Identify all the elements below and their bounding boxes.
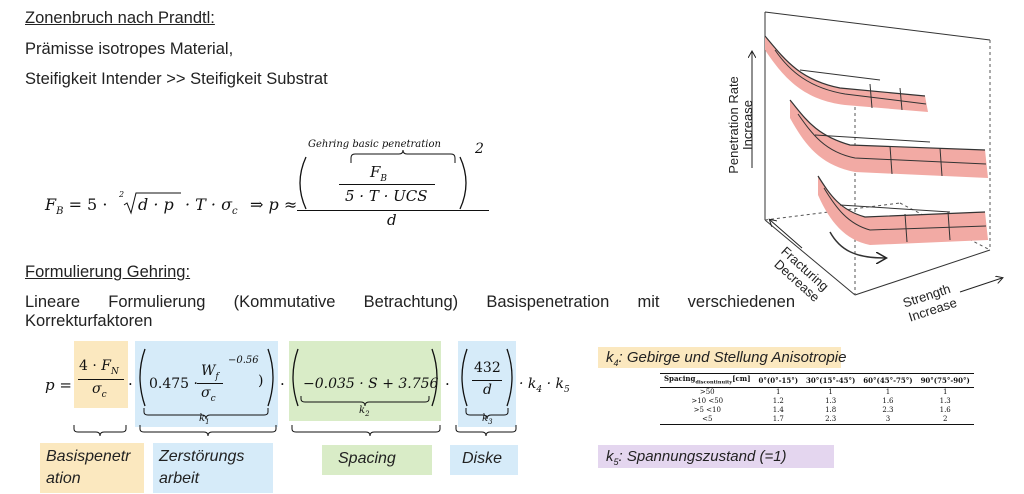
surface-middle-fill (790, 100, 988, 178)
f1-denominator: σc (92, 381, 107, 400)
k3-group (461, 348, 513, 420)
k5-box (598, 445, 834, 468)
formula-prandtl: FB = 5 · 2 d · p · T · σc ⇒ p ≈ Gehring … (45, 135, 505, 235)
k4-col-0: 0°(0°-15°) (754, 372, 803, 389)
diag-axis-arrow (770, 220, 803, 249)
inner-denominator: 5 · T · UCS (345, 187, 428, 205)
k2-group (292, 348, 438, 407)
heading-prandtl: Zonenbruch nach Prandtl: (25, 9, 215, 27)
implies: ⇒ p ≈ (250, 195, 298, 214)
y-axis-label-1: Penetration Rate (726, 76, 741, 174)
k3-label: k3 (482, 413, 493, 426)
caption-spacing: Spacing (322, 445, 432, 475)
highlight-k2 (289, 341, 441, 421)
k1-numerator: Wf (201, 363, 219, 382)
y-axis-label-2: Increase (740, 100, 755, 150)
radicand: d · p (138, 195, 174, 214)
radical-sign (123, 192, 181, 215)
k4-col-90: 90°(75°-90°) (916, 372, 974, 389)
gehring-tail: · k4 · k5 (519, 376, 570, 395)
inner-numerator: FB (370, 163, 388, 184)
surface-bottom-fill (818, 176, 988, 245)
k4-header-spacing: Spacingdiscontinuity[cm] (660, 372, 755, 389)
f1-bar (78, 379, 124, 380)
k3-bar (472, 380, 502, 381)
surface-bottom (818, 176, 988, 258)
k4-table: Spacingdiscontinuity[cm] 0°(0°-15°) 30°(… (660, 372, 974, 426)
k1-exponent: −0.56 (228, 355, 259, 366)
root-index: 2 (119, 190, 125, 199)
formula-prandtl-tail: · T · σc (185, 195, 238, 218)
highlight-basis (74, 341, 128, 408)
caption-diske: Diske (450, 445, 518, 475)
dot-2: · (280, 375, 285, 393)
outer-fraction-bar (297, 210, 489, 211)
k1-label: k1 (199, 413, 210, 426)
brace-label: Gehring basic penetration (308, 139, 441, 150)
heading-gehring: Formulierung Gehring: (25, 263, 191, 281)
penetration-rate-diagram: Penetration Rate Increase Fracturing Dec… (726, 11, 1024, 325)
k5-title: k5: Spannungszustand (=1) (606, 448, 787, 467)
k4-col-60: 60°(45°-75°) (859, 372, 917, 389)
k2-expression: −0.035 · S + 3.756 (303, 376, 439, 392)
k3-denominator: d (483, 382, 492, 398)
outer-denominator: d (387, 211, 397, 229)
k1-bar (197, 383, 223, 384)
caption-braces (73, 425, 517, 437)
surface-top-fill (765, 36, 928, 112)
k2-label: k2 (359, 405, 370, 418)
premise-line-2: Steifigkeit Intender >> Steifigkeit Subs… (25, 70, 328, 88)
f1-numerator: 4 · FN (79, 358, 119, 377)
inner-fraction-bar (339, 184, 435, 185)
k4-title: k4: Gebirge und Stellung Anisotropie (606, 349, 847, 368)
k4-title-box (598, 347, 841, 368)
k3-numerator: 432 (474, 360, 501, 376)
left-paren (299, 156, 307, 210)
overbrace (350, 149, 456, 163)
formula-gehring: p = 4 · FN σc · 0.475 · Wf −0.56 σc ) k1… (45, 348, 570, 426)
x-axis-arrow (959, 278, 1002, 293)
highlight-k3 (458, 341, 516, 427)
surface-middle (790, 100, 988, 178)
k1-group (139, 348, 274, 420)
k1-denominator: σc (201, 385, 216, 404)
surface-top (765, 36, 928, 112)
k4-col-30: 30°(15°-45°) (802, 372, 860, 389)
k1-coefficient: 0.475 · (149, 376, 198, 392)
body-line-1: Lineare Formulierung (Kommutative Betrac… (25, 293, 795, 311)
gehring-lhs: p = (45, 376, 72, 394)
right-paren (459, 156, 467, 210)
formula-prandtl-lhs: FB = 5 · (45, 195, 108, 218)
exponent: 2 (475, 141, 484, 157)
dot-1: · (128, 375, 133, 393)
body-line-2: Korrekturfaktoren (25, 312, 153, 330)
premise-line-1: Prämisse isotropes Material, (25, 40, 234, 58)
highlight-k1 (135, 341, 278, 427)
dot-3: · (445, 375, 450, 393)
